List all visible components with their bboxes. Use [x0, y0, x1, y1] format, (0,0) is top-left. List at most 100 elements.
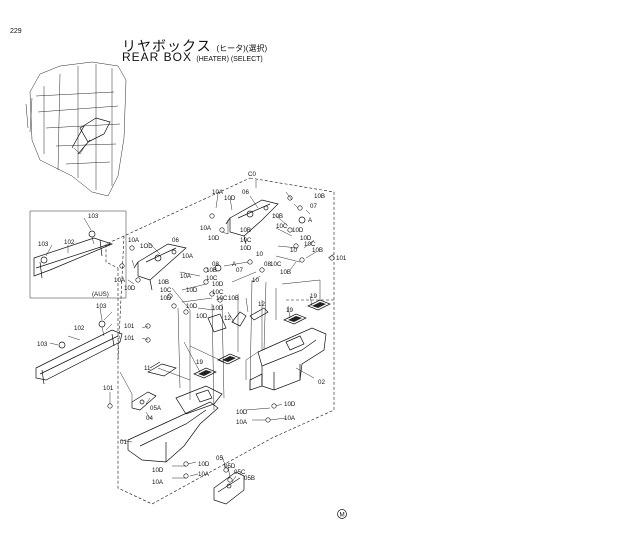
part-label: 10D — [186, 303, 198, 310]
part-label: 11 — [144, 365, 151, 372]
part-label: 10D — [292, 227, 304, 234]
aus-inset — [29, 210, 127, 299]
part-label: 10 — [252, 277, 259, 284]
part-label: 12 — [258, 301, 265, 308]
part-label: 10A — [284, 415, 296, 422]
part-label: 103 — [96, 303, 107, 310]
part-label: 02 — [318, 379, 325, 386]
assembly-outline — [105, 177, 335, 505]
part-label: 10D — [212, 281, 224, 288]
part-label: 103 — [38, 241, 49, 248]
ref-circle-a2 — [214, 264, 222, 272]
part-label: 10C — [206, 275, 218, 282]
part-label: 10D — [208, 235, 220, 242]
part-label: 10A — [114, 277, 126, 284]
part-label: 07 — [236, 267, 243, 274]
part-label: 08 — [212, 261, 219, 268]
part-label: 08 — [264, 261, 271, 268]
part-label: 10C — [276, 223, 288, 230]
part-label: 101 — [103, 385, 114, 392]
part-label: 1OD — [140, 243, 153, 250]
page-number: 229 — [10, 28, 22, 35]
part-labels: 103 103 102 (AUS) 103 102 103 101 101 10… — [37, 171, 347, 486]
upper-bracket-left — [133, 243, 187, 291]
part-label: 10D — [152, 467, 164, 474]
corner-mark: M — [340, 512, 345, 519]
part-label: C0 — [248, 171, 256, 178]
part-label: 04 — [146, 415, 153, 422]
part-label: 10A — [128, 237, 140, 244]
part-label: 10B — [206, 267, 217, 274]
part-label: 10A — [152, 479, 164, 486]
part-label: 10A — [198, 471, 210, 478]
frame-02 — [245, 327, 327, 391]
part-label: 10D — [124, 285, 136, 292]
part-label: 19 — [196, 359, 203, 366]
corner-mark-circle — [337, 509, 347, 519]
leader-lines — [103, 180, 335, 483]
part-label: 10A — [182, 253, 194, 260]
part-label: 06 — [242, 189, 249, 196]
part-label: A — [308, 217, 313, 224]
part-label: 101 — [124, 323, 135, 330]
part-label: 05C — [234, 469, 246, 476]
bracket-05 — [213, 471, 245, 505]
ref-circle-a1 — [298, 216, 306, 224]
part-label: 06 — [172, 237, 179, 244]
part-label: 05 — [216, 455, 223, 462]
part-label: 10D — [224, 195, 236, 202]
part-label: 10B — [240, 227, 251, 234]
part-label: 10C — [240, 237, 252, 244]
part-label: 12 — [224, 315, 231, 322]
bracket-04 — [131, 391, 157, 411]
part-label: 19 — [310, 293, 317, 300]
part-label: 102 — [64, 239, 75, 246]
aus-label: (AUS) — [92, 291, 109, 298]
part-label: 10B — [312, 247, 323, 254]
part-label: 10C — [304, 241, 316, 248]
part-label: 10D — [236, 409, 248, 416]
part-label: 05B — [244, 475, 255, 482]
part-label: A — [232, 261, 237, 268]
frame-01 — [127, 385, 223, 463]
page-title: REAR BOX (HEATER) (SELECT) — [122, 50, 263, 64]
part-label: 10A — [200, 225, 212, 232]
part-label: 10D — [240, 245, 252, 252]
page-title-japanese: リヤボックス (ヒータ)(選択) — [122, 36, 267, 56]
title-en-main: REAR BOX — [122, 50, 193, 64]
part-label: 10D — [196, 313, 208, 320]
part-label: 101 — [124, 335, 135, 342]
title-en-subtitle: (HEATER) (SELECT) — [196, 56, 263, 63]
part-label: 103 — [37, 341, 48, 348]
part-label: 05D — [224, 463, 236, 470]
upper-bracket-right — [225, 199, 279, 245]
part-label: 101 — [336, 255, 347, 262]
part-label: 10A — [180, 273, 192, 280]
part-label: 10B — [272, 213, 283, 220]
part-label: 103 — [88, 213, 99, 220]
part-label: 10D — [284, 401, 296, 408]
title-jp-main: リヤボックス — [122, 38, 212, 54]
part-label: 01 — [120, 439, 127, 446]
pad-19 — [193, 299, 331, 379]
part-label: 10D — [198, 461, 210, 468]
part-label: 07 — [310, 203, 317, 210]
part-label: 10D — [160, 295, 172, 302]
part-label: 102 — [74, 325, 85, 332]
part-label: 10A — [236, 419, 248, 426]
part-label: 10 — [256, 251, 263, 258]
rail-assembly — [35, 307, 123, 385]
part-label: 10C — [212, 289, 224, 296]
part-label: 10D — [212, 305, 224, 312]
part-label: 10B — [314, 193, 325, 200]
part-label: 10D — [186, 287, 198, 294]
part-label: 05A — [150, 405, 162, 412]
part-label: 10C — [270, 261, 282, 268]
part-label: 10A — [212, 189, 224, 196]
machine-silhouette — [25, 61, 127, 197]
title-jp-subtitle: (ヒータ)(選択) — [216, 44, 268, 53]
wire-clips — [147, 307, 269, 377]
part-label: 10B — [158, 279, 169, 286]
part-label: 10C — [160, 287, 172, 294]
part-label: 10B — [280, 269, 291, 276]
